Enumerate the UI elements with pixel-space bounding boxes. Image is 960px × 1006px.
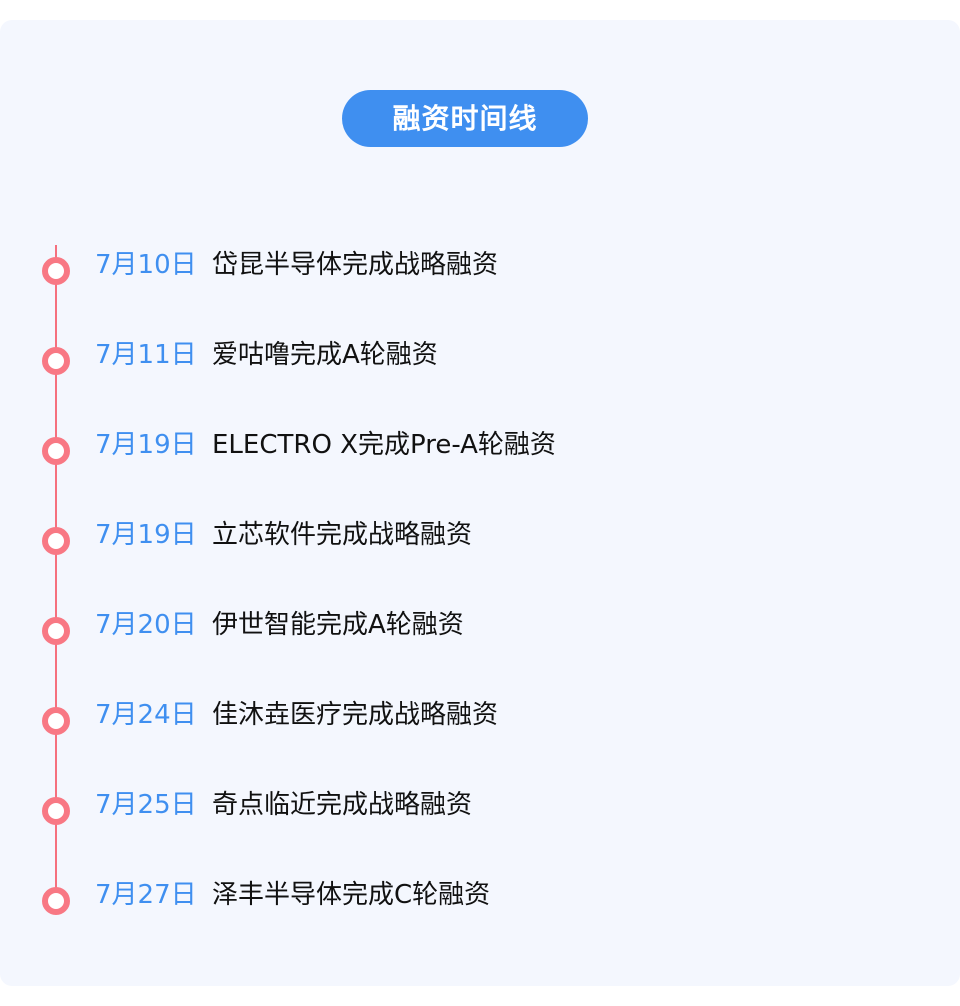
timeline-item: 7月27日 泽丰半导体完成C轮融资 bbox=[0, 881, 960, 921]
timeline-dot-icon bbox=[42, 527, 70, 555]
timeline-event: 佳沐垚医疗完成战略融资 bbox=[212, 700, 499, 730]
timeline-item: 7月20日 伊世智能完成A轮融资 bbox=[0, 611, 960, 651]
timeline-item: 7月19日 ELECTRO X完成Pre-A轮融资 bbox=[0, 431, 960, 471]
timeline-date: 7月24日 bbox=[95, 700, 197, 730]
timeline-event: 泽丰半导体完成C轮融资 bbox=[212, 880, 491, 910]
timeline-date: 7月25日 bbox=[95, 790, 197, 820]
timeline-dot-icon bbox=[42, 347, 70, 375]
timeline-date: 7月11日 bbox=[95, 340, 197, 370]
timeline-event: 岱昆半导体完成战略融资 bbox=[212, 250, 499, 280]
timeline-item: 7月25日 奇点临近完成战略融资 bbox=[0, 791, 960, 831]
financing-timeline-card: 融资时间线 bbox=[0, 20, 960, 986]
timeline-item: 7月10日 岱昆半导体完成战略融资 bbox=[0, 251, 960, 291]
timeline-event: 奇点临近完成战略融资 bbox=[212, 790, 473, 820]
timeline-dot-icon bbox=[42, 797, 70, 825]
timeline-date: 7月10日 bbox=[95, 250, 197, 280]
timeline-date: 7月19日 bbox=[95, 430, 197, 460]
timeline-event: 爱咕噜完成A轮融资 bbox=[212, 340, 438, 370]
timeline-date: 7月19日 bbox=[95, 520, 197, 550]
timeline-event: 伊世智能完成A轮融资 bbox=[212, 610, 464, 640]
timeline-item: 7月11日 爱咕噜完成A轮融资 bbox=[0, 341, 960, 381]
timeline-dot-icon bbox=[42, 887, 70, 915]
timeline-vertical-line bbox=[55, 245, 57, 896]
timeline-date: 7月20日 bbox=[95, 610, 197, 640]
timeline-dot-icon bbox=[42, 617, 70, 645]
timeline-event: 立芯软件完成战略融资 bbox=[212, 520, 473, 550]
timeline-dot-icon bbox=[42, 257, 70, 285]
timeline-item: 7月19日 立芯软件完成战略融资 bbox=[0, 521, 960, 561]
timeline-dot-icon bbox=[42, 707, 70, 735]
timeline-event: ELECTRO X完成Pre-A轮融资 bbox=[212, 430, 556, 460]
timeline-dot-icon bbox=[42, 437, 70, 465]
timeline-item: 7月24日 佳沐垚医疗完成战略融资 bbox=[0, 701, 960, 741]
timeline-date: 7月27日 bbox=[95, 880, 197, 910]
timeline-title-badge: 融资时间线 bbox=[342, 90, 588, 147]
